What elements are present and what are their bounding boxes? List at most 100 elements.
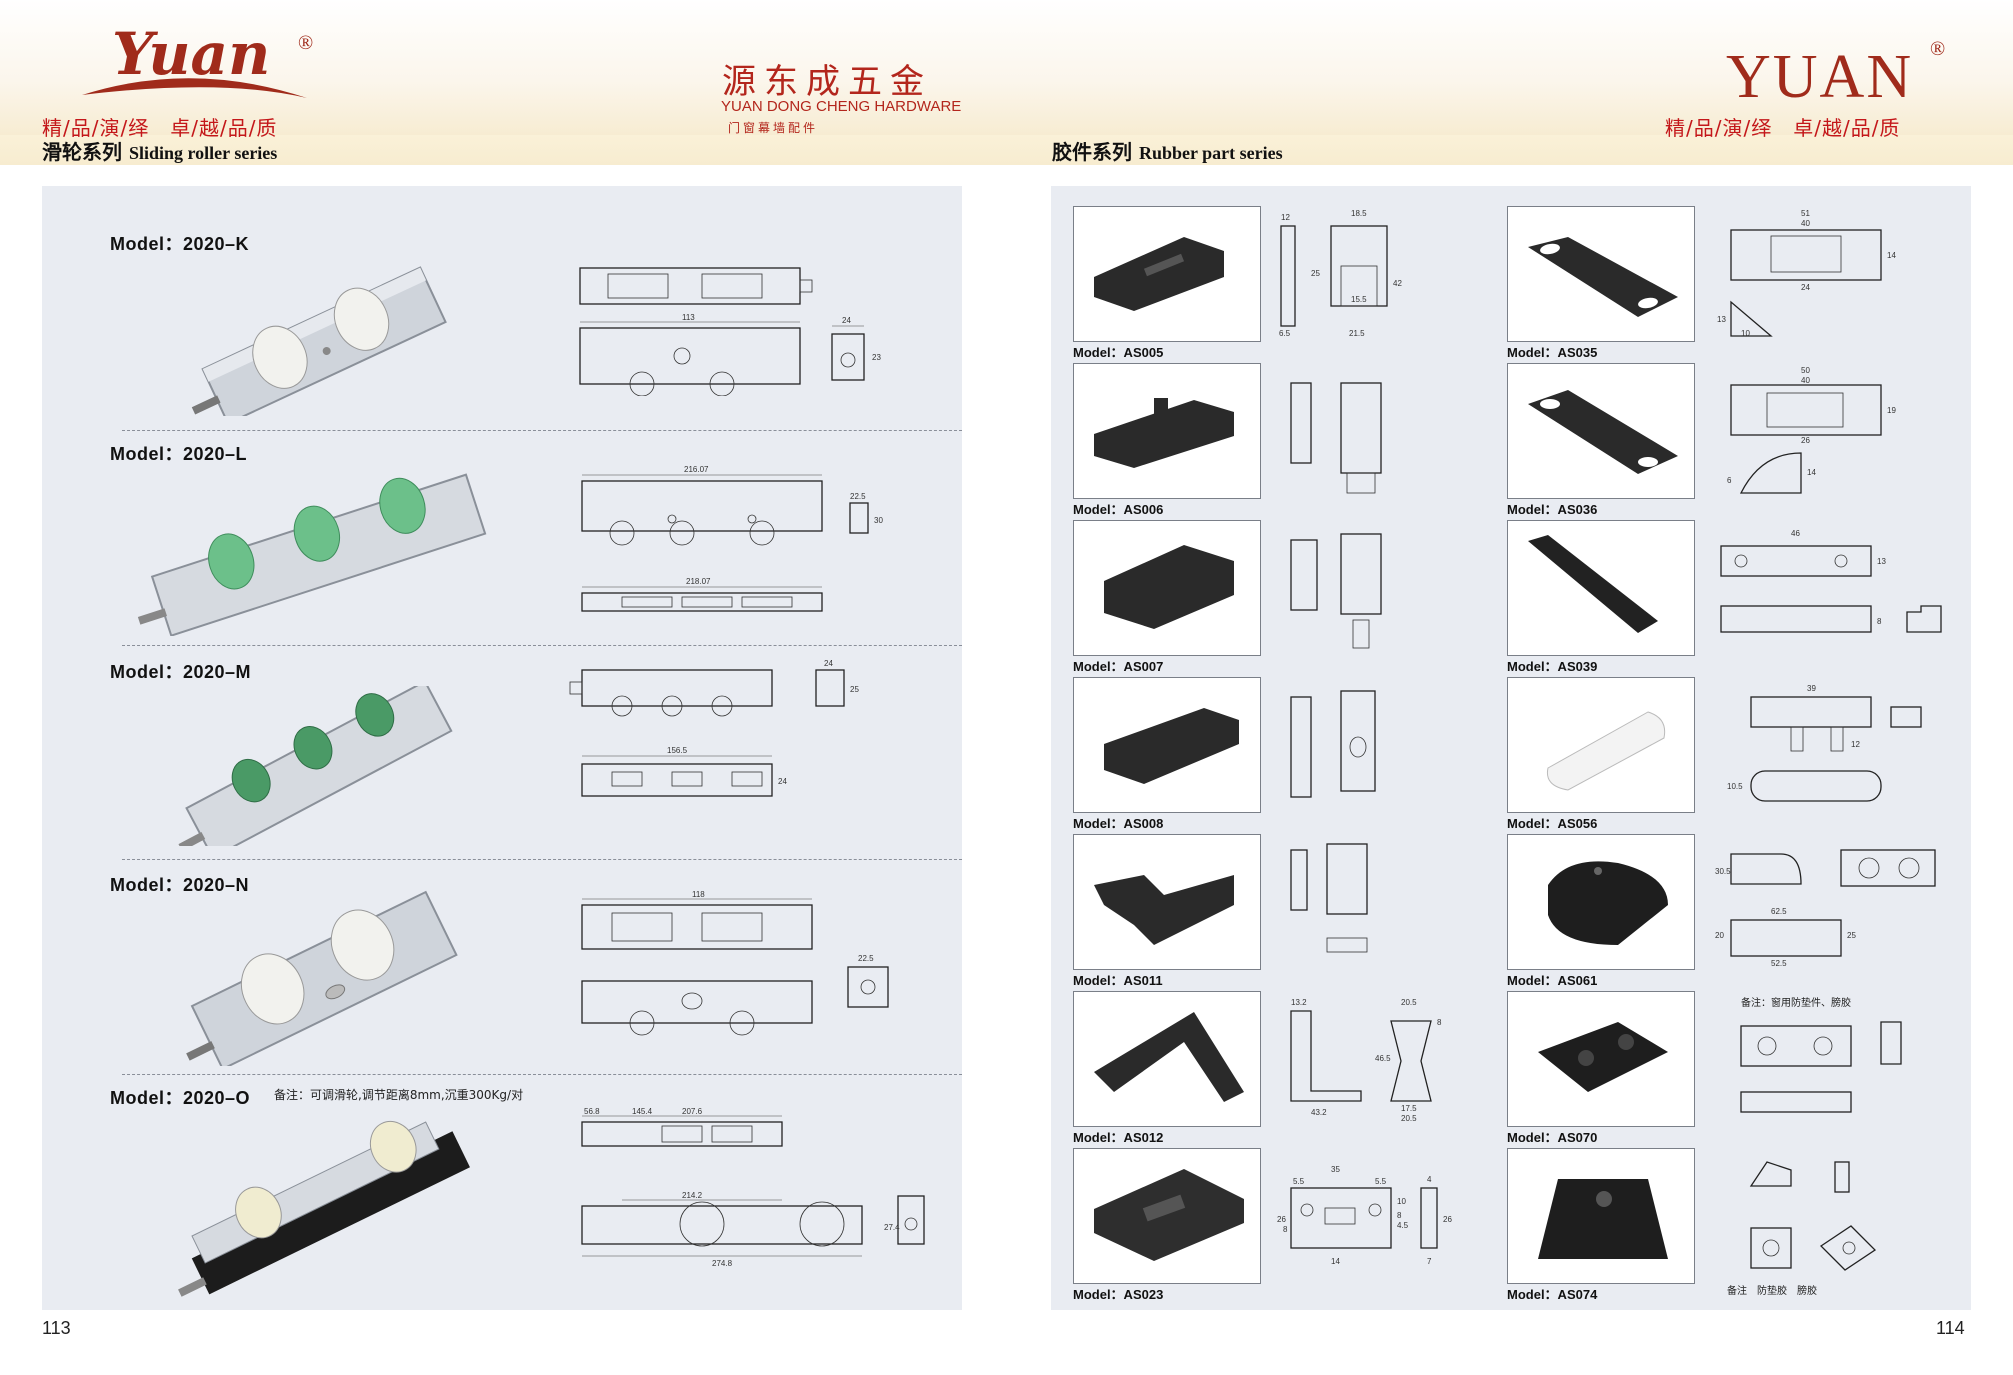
dim-as035-3: 24	[1801, 283, 1810, 292]
dim-as012-6: 20.5	[1401, 1114, 1417, 1123]
photo-as011	[1073, 834, 1261, 970]
page-number-left: 113	[42, 1318, 71, 1338]
dim-as036-4: 19	[1887, 406, 1896, 415]
as039-photo	[1528, 535, 1658, 633]
dim-as005-3: 42	[1393, 279, 1402, 288]
model-note-2020-o: 备注：可调滑轮,调节距离8mm,沉重300Kg/对	[274, 1088, 524, 1102]
photo-as012	[1073, 991, 1261, 1127]
dim-as023-7: 14	[1331, 1257, 1340, 1266]
registered-mark-right: ®	[1930, 38, 1946, 60]
left-title-ribbon	[0, 135, 1006, 165]
company-name-cn: 源东成五金	[722, 62, 932, 102]
dim-as012-7: 8	[1437, 1018, 1442, 1027]
separator	[122, 1074, 962, 1075]
model-label-2020-k: Model：2020–K	[110, 234, 250, 254]
dim-as005-1: 12	[1281, 213, 1290, 222]
left-section-title: 滑轮系列 Sliding roller series	[42, 136, 277, 165]
dim-m-width: 24	[824, 659, 833, 668]
as011-drawing	[1290, 843, 1368, 953]
photo-as074	[1507, 1148, 1695, 1284]
left-title-cn: 滑轮系列	[42, 140, 122, 164]
photo-as005	[1073, 206, 1261, 342]
roller-2020-m-photo	[178, 686, 453, 846]
dim-as061-1: 30.5	[1715, 867, 1731, 876]
dim-as023-5: 8	[1283, 1225, 1288, 1234]
dim-as012-1: 13.2	[1291, 998, 1307, 1007]
as006-photo	[1094, 398, 1234, 468]
as005-photo	[1094, 237, 1224, 311]
dim-as023-12: 4.5	[1397, 1221, 1409, 1230]
dim-m-height: 25	[850, 685, 859, 694]
right-panel: Model：AS005 Model：AS006 Model：AS007 Mode…	[1051, 186, 1971, 1310]
as056-photo	[1546, 711, 1666, 791]
dim-as061-5: 25	[1847, 931, 1856, 940]
dim-as023-8: 4	[1427, 1175, 1432, 1184]
dim-l-length: 216.07	[684, 465, 709, 474]
right-title-en: Rubber part series	[1138, 143, 1283, 163]
as006-drawing	[1290, 382, 1382, 494]
photo-as006	[1073, 363, 1261, 499]
left-panel: Model：2020–K 113 24 23 Model：2020–L	[42, 186, 962, 1310]
dim-as035-2: 40	[1801, 219, 1810, 228]
model-label-as070: Model：AS070	[1507, 1130, 1598, 1145]
dim-as039-1: 46	[1791, 529, 1800, 538]
right-title-cn: 胶件系列	[1052, 140, 1132, 164]
dim-as023-10: 26	[1443, 1215, 1452, 1224]
dim-as056-3: 10.5	[1727, 782, 1743, 791]
model-label-as007: Model：AS007	[1073, 659, 1164, 674]
dim-as005-5: 15.5	[1351, 295, 1367, 304]
dim-as061-2: 62.5	[1771, 907, 1787, 916]
dim-as023-2: 5.5	[1293, 1177, 1305, 1186]
photo-as061	[1507, 834, 1695, 970]
dim-as035-1: 51	[1801, 209, 1810, 218]
dim-as012-2: 20.5	[1401, 998, 1417, 1007]
dim-as023-6: 10	[1397, 1197, 1406, 1206]
model-label-as006: Model：AS006	[1073, 502, 1164, 517]
photo-as035	[1507, 206, 1695, 342]
roller-2020-m-drawing: 24 25 156.5 24	[569, 659, 859, 797]
separator	[122, 430, 962, 431]
as070-note: 备注：窗用防垫件、膀胶	[1741, 998, 1851, 1009]
as008-drawing	[1290, 690, 1376, 798]
roller-2020-l-photo	[137, 473, 487, 636]
dim-as061-4: 20	[1715, 931, 1724, 940]
roller-2020-o-photo	[178, 1120, 470, 1297]
model-label-as011: Model：AS011	[1073, 973, 1163, 988]
dim-o-2: 145.4	[632, 1107, 653, 1116]
model-label-2020-m: Model：2020–M	[110, 662, 252, 682]
photo-as070	[1507, 991, 1695, 1127]
roller-2020-l-drawing: 216.07 22.5 30 218.07	[581, 465, 883, 612]
roller-2020-k-photo	[191, 266, 447, 416]
dim-as061-3: 52.5	[1771, 959, 1787, 968]
brand-logo-right: YUAN	[1726, 43, 1914, 111]
model-label-as056: Model：AS056	[1507, 816, 1598, 831]
right-section-title: 胶件系列 Rubber part series	[1052, 136, 1283, 165]
dim-m-length: 156.5	[667, 746, 688, 755]
dim-n-length: 118	[692, 891, 705, 899]
logo-swoosh-icon	[82, 78, 307, 98]
dim-as035-4: 14	[1887, 251, 1896, 260]
company-name-en: YUAN DONG CHENG HARDWARE	[721, 98, 962, 115]
dim-l-length2: 218.07	[686, 577, 711, 586]
dim-as023-3: 5.5	[1375, 1177, 1387, 1186]
dim-k-height: 23	[872, 353, 881, 362]
model-label-as008: Model：AS008	[1073, 816, 1164, 831]
as036-photo	[1528, 390, 1678, 474]
roller-2020-n-photo	[186, 890, 458, 1066]
dim-as012-5: 17.5	[1401, 1104, 1417, 1113]
as074-note: 备注 防垫胶 膀胶	[1727, 1286, 1817, 1297]
dim-o-3: 207.6	[682, 1107, 703, 1116]
as005-drawing: 12 18.5 42 21.5 15.5 6.5 25	[1279, 209, 1402, 338]
dim-as012-3: 46.5	[1375, 1054, 1391, 1063]
as007-photo	[1104, 545, 1234, 629]
dim-as056-2: 12	[1851, 740, 1860, 749]
company-subtitle: 门窗幕墙配件	[728, 121, 819, 135]
dim-as023-1: 35	[1331, 1165, 1340, 1174]
right-title-ribbon	[1006, 135, 2013, 165]
photo-as023	[1073, 1148, 1261, 1284]
as070-photo	[1538, 1022, 1668, 1092]
dim-l-height: 30	[874, 516, 883, 525]
brand-logo-left: Yuan ®	[72, 20, 322, 110]
dim-as012-4: 43.2	[1311, 1108, 1327, 1117]
dim-as005-7: 25	[1311, 269, 1320, 278]
